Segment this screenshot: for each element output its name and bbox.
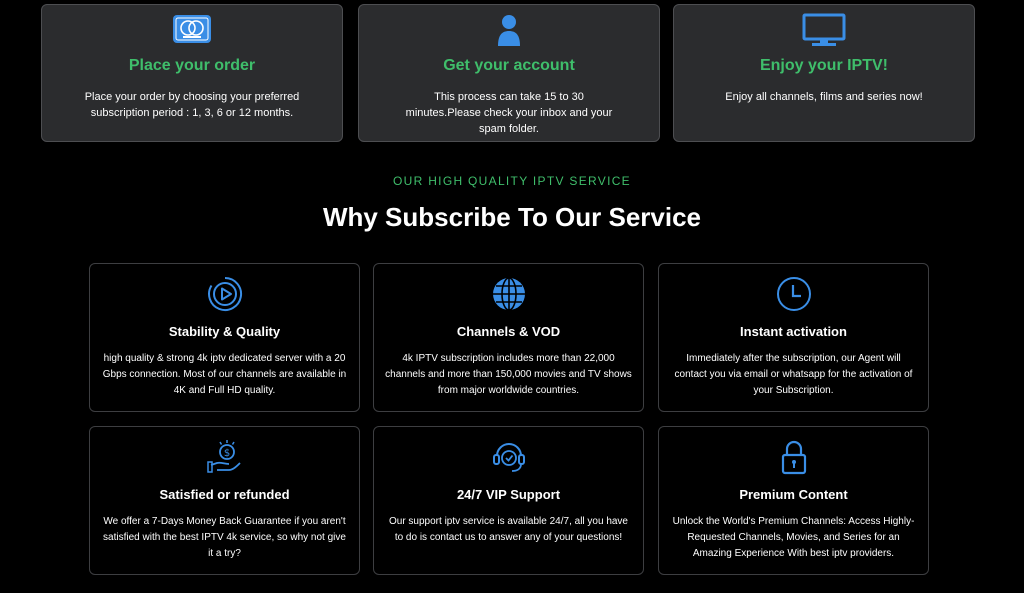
feature-text: high quality & strong 4k iptv dedicated … (102, 353, 347, 396)
feature-title: Satisfied or refunded (159, 487, 290, 502)
feature-card-vip-support: 24/7 VIP Support Our support iptv servic… (373, 426, 644, 575)
steps-row: Place your order Place your order by cho… (41, 4, 977, 144)
feature-card-premium-content: Premium Content Unlock the World's Premi… (658, 426, 929, 575)
feature-card-channels-vod: Channels & VOD 4k IPTV subscription incl… (373, 263, 644, 412)
clock-icon (659, 276, 928, 312)
step-title: Place your order (128, 57, 256, 74)
feature-title: Instant activation (740, 324, 847, 339)
feature-title: 24/7 VIP Support (456, 487, 561, 502)
user-icon (359, 13, 659, 47)
step-text: This process can take 15 to 30 minutes.P… (405, 91, 613, 135)
globe-icon (374, 276, 643, 312)
money-back-icon: $ (90, 439, 359, 475)
step-card-get-account: Get your account This process can take 1… (358, 4, 660, 142)
feature-text: Unlock the World's Premium Channels: Acc… (672, 516, 915, 559)
feature-title: Premium Content (739, 487, 848, 502)
svg-text:$: $ (223, 448, 229, 459)
step-card-place-order: Place your order Place your order by cho… (41, 4, 343, 142)
lock-icon (659, 439, 928, 475)
section-headline: Why Subscribe To Our Service (322, 202, 702, 232)
feature-text: Our support iptv service is available 24… (388, 516, 628, 543)
step-title: Get your account (443, 57, 575, 74)
monitor-icon (674, 13, 974, 47)
credit-card-icon (42, 13, 342, 47)
feature-text: We offer a 7-Days Money Back Guarantee i… (103, 516, 346, 559)
feature-card-instant-activation: Instant activation Immediately after the… (658, 263, 929, 412)
feature-card-stability: Stability & Quality high quality & stron… (89, 263, 360, 412)
play-circle-icon (90, 276, 359, 312)
step-title: Enjoy your IPTV! (759, 57, 888, 74)
step-card-enjoy-iptv: Enjoy your IPTV! Enjoy all channels, fil… (673, 4, 975, 142)
headset-icon (374, 439, 643, 475)
feature-text: Immediately after the subscription, our … (674, 353, 913, 396)
step-text: Place your order by choosing your prefer… (84, 91, 300, 119)
feature-title: Channels & VOD (456, 324, 561, 339)
feature-title: Stability & Quality (168, 324, 281, 339)
section-tagline: OUR HIGH QUALITY IPTV SERVICE (393, 174, 631, 188)
step-text: Enjoy all channels, films and series now… (725, 91, 923, 103)
feature-text: 4k IPTV subscription includes more than … (385, 353, 632, 396)
feature-card-refund: $ Satisfied or refunded We offer a 7-Day… (89, 426, 360, 575)
